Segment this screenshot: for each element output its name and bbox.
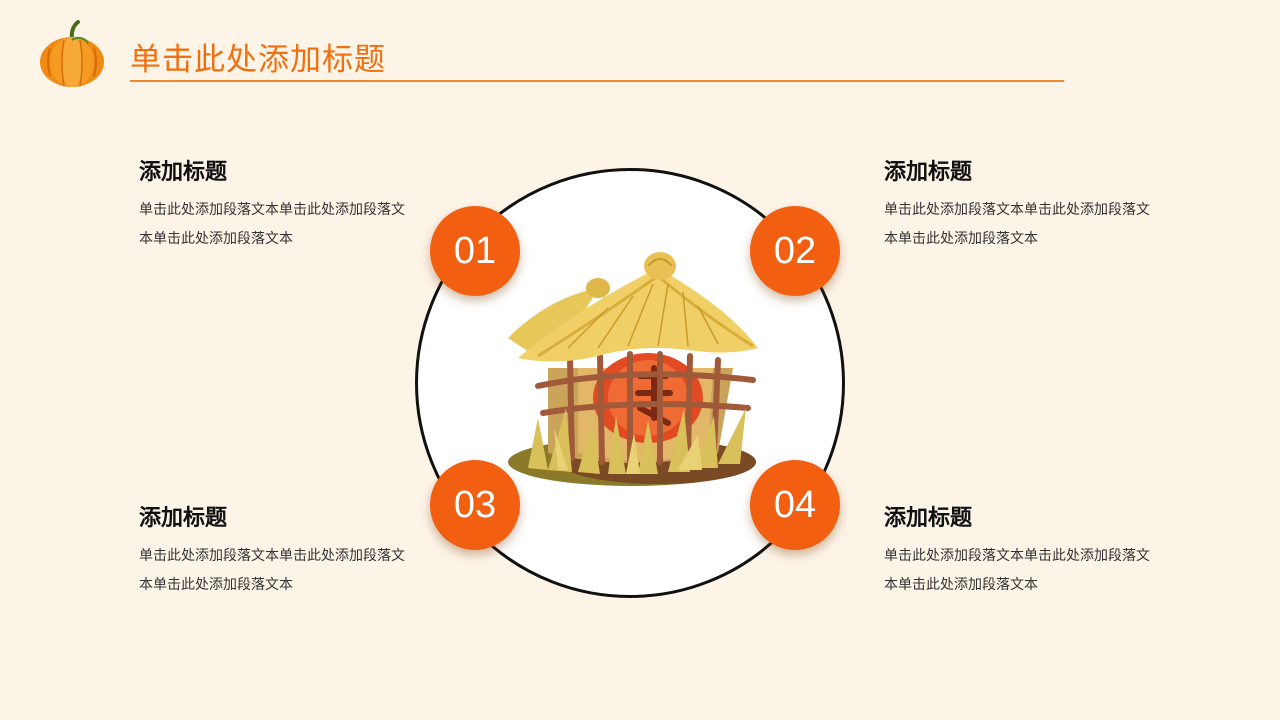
badge-01: 01 <box>430 206 520 296</box>
item-heading[interactable]: 添加标题 <box>139 506 228 531</box>
item-body[interactable]: 单击此处添加段落文本单击此处添加段落文本单击此处添加段落文本 <box>139 202 405 247</box>
content-block-04: 添加标题 单击此处添加段落文本单击此处添加段落文本单击此处添加段落文本 <box>884 502 1174 600</box>
item-body[interactable]: 单击此处添加段落文本单击此处添加段落文本单击此处添加段落文本 <box>139 548 405 593</box>
item-heading[interactable]: 添加标题 <box>884 506 973 531</box>
content-block-03: 添加标题 单击此处添加段落文本单击此处添加段落文本单击此处添加段落文本 <box>139 502 429 600</box>
item-heading[interactable]: 添加标题 <box>139 160 228 185</box>
badge-03: 03 <box>430 460 520 550</box>
badge-04: 04 <box>750 460 840 550</box>
item-body[interactable]: 单击此处添加段落文本单击此处添加段落文本单击此处添加段落文本 <box>884 548 1150 593</box>
straw-hut-illustration <box>508 252 758 486</box>
badge-02: 02 <box>750 206 840 296</box>
title-underline <box>130 80 1064 82</box>
content-block-02: 添加标题 单击此处添加段落文本单击此处添加段落文本单击此处添加段落文本 <box>884 156 1174 254</box>
content-block-01: 添加标题 单击此处添加段落文本单击此处添加段落文本单击此处添加段落文本 <box>139 156 429 254</box>
pumpkin-icon <box>40 20 104 87</box>
item-heading[interactable]: 添加标题 <box>884 160 973 185</box>
slide-title[interactable]: 单击此处添加标题 <box>130 42 386 78</box>
item-body[interactable]: 单击此处添加段落文本单击此处添加段落文本单击此处添加段落文本 <box>884 202 1150 247</box>
